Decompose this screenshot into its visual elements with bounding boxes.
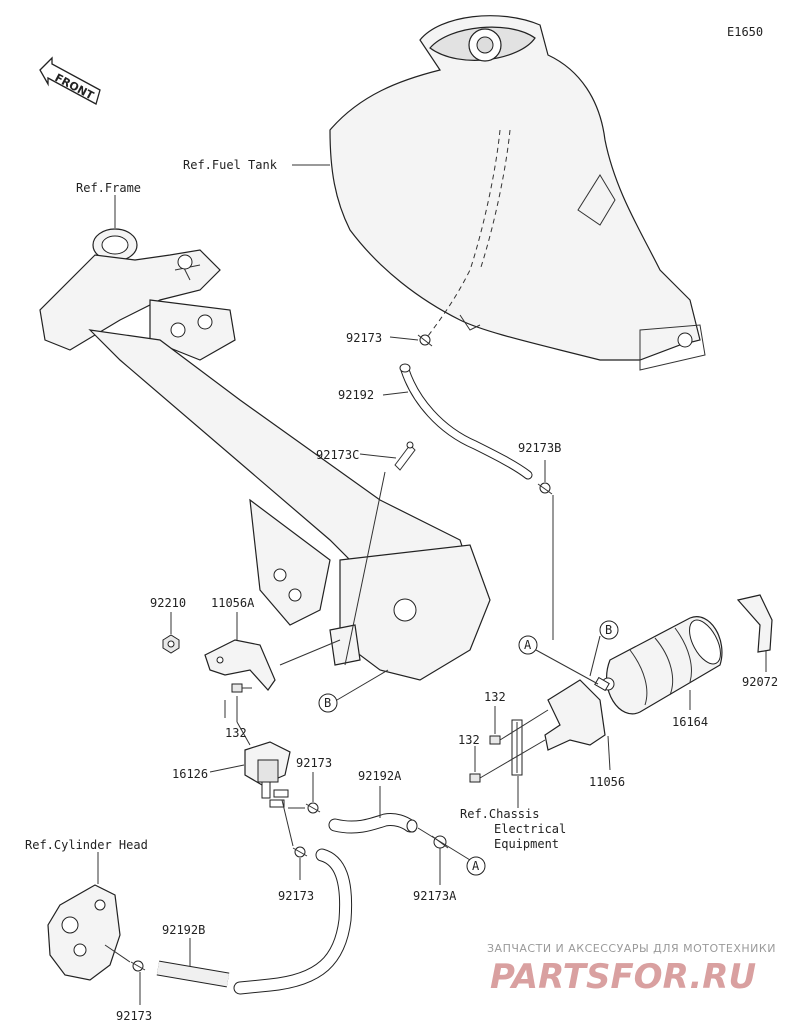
front-arrow-icon: FRONT	[39, 56, 101, 105]
frame-illustration	[39, 228, 491, 681]
part-92173b: 92173B	[518, 441, 561, 455]
part-11056: 11056	[589, 775, 625, 789]
bolt-132-right-a	[489, 709, 549, 745]
part-92173-bottom: 92173	[116, 1009, 152, 1023]
part-92173-top: 92173	[346, 331, 382, 345]
leader-b-frame	[336, 669, 389, 701]
part-92173a: 92173A	[413, 889, 457, 903]
leader-16126	[209, 764, 245, 773]
bolt-132-left	[231, 683, 252, 693]
callout-a-top	[518, 635, 538, 655]
leader-11056	[607, 735, 611, 771]
cylinder-head-illustration	[47, 884, 131, 981]
clamp-92173-lower	[292, 846, 308, 858]
callout-a-top-text: A	[524, 638, 532, 652]
leader-b-top	[589, 635, 601, 677]
valve-16126	[244, 741, 291, 808]
fuel-tank-illustration	[329, 15, 706, 371]
ref-chassis-line3: Equipment	[494, 837, 559, 851]
bolt-132-right-b	[469, 739, 546, 783]
part-92173-lower: 92173	[278, 889, 314, 903]
bracket-11056	[511, 679, 606, 776]
leader-92173-top	[389, 336, 419, 341]
hose-92192	[399, 363, 533, 480]
watermark-line2: PARTSFOR.RU	[490, 957, 756, 997]
callout-b-frame-text: B	[324, 696, 331, 710]
part-92173c: 92173C	[316, 448, 359, 462]
part-132-right-b: 132	[458, 733, 480, 747]
clamp-92173b	[537, 482, 553, 495]
canister-16164	[594, 616, 723, 715]
ref-cylinder-head: Ref.Cylinder Head	[25, 838, 148, 852]
part-92072: 92072	[742, 675, 778, 689]
callout-b-top	[599, 620, 619, 640]
callout-b-frame	[318, 693, 338, 713]
part-92192: 92192	[338, 388, 374, 402]
clamp-92173-mid	[305, 802, 321, 814]
leader-11056a-to-frame	[279, 639, 341, 666]
ref-frame: Ref.Frame	[76, 181, 141, 195]
leader-16126-top	[236, 721, 251, 746]
part-132-left: 132	[225, 726, 247, 740]
part-92173-mid: 92173	[296, 756, 332, 770]
leader-hose-to-a	[417, 827, 471, 861]
clamp-92173c	[394, 441, 416, 471]
ref-chassis-line2: Electrical	[494, 822, 566, 836]
leader-valve-lower	[281, 799, 294, 847]
leader-a-top	[535, 649, 599, 685]
strap-92072	[736, 594, 773, 653]
hose-main	[233, 848, 353, 995]
part-92192b: 92192B	[162, 923, 205, 937]
diagram-code: E1650	[727, 25, 763, 39]
ref-fuel-tank: Ref.Fuel Tank	[183, 158, 278, 172]
nut-92210	[162, 634, 180, 654]
hose-92192b	[156, 960, 230, 988]
callout-a-bottom	[466, 856, 486, 876]
watermark-line1: ЗАПЧАСТИ И АКСЕССУАРЫ ДЛЯ МОТОТЕХНИКИ	[487, 942, 776, 955]
part-92210: 92210	[150, 596, 186, 610]
part-16164: 16164	[672, 715, 708, 729]
leader-92173c	[359, 453, 397, 459]
ref-chassis-line1: Ref.Chassis	[460, 807, 539, 821]
callout-a-bottom-text: A	[472, 859, 480, 873]
leader-92173c-to-frame	[344, 471, 386, 666]
clamp-92173-bottom	[130, 960, 146, 972]
clamp-92173-top	[417, 334, 433, 347]
bracket-11056a	[204, 639, 276, 691]
hose-92192a	[328, 813, 418, 834]
callout-b-top-text: B	[605, 623, 612, 637]
part-16126: 16126	[172, 767, 208, 781]
part-92192a: 92192A	[358, 769, 402, 783]
leader-92192	[382, 391, 409, 396]
part-11056a: 11056A	[211, 596, 255, 610]
part-132-right-a: 132	[484, 690, 506, 704]
